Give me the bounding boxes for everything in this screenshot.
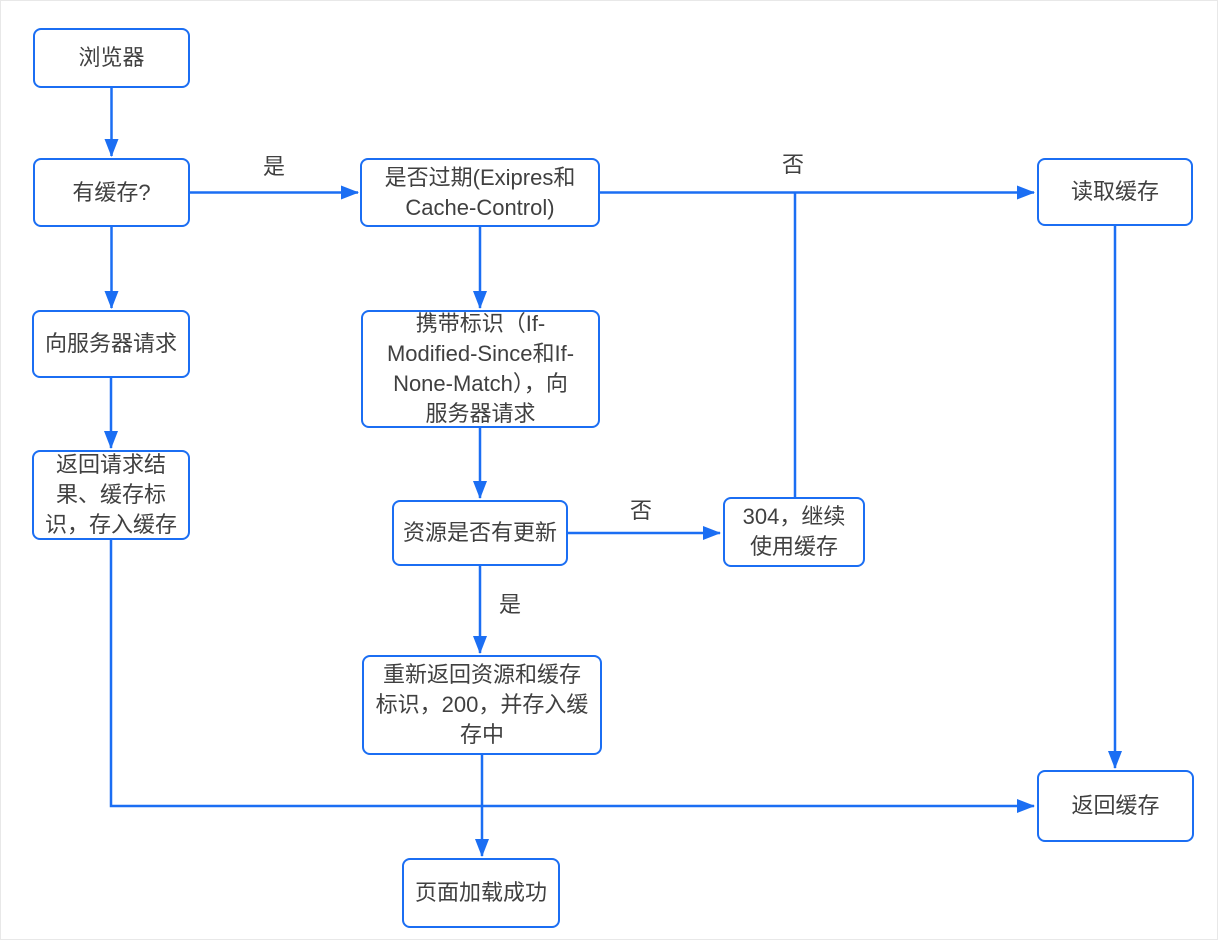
edge-label-no-expired: 否 xyxy=(781,152,804,177)
edge-return-result-to-return-cache xyxy=(109,540,1035,813)
node-return-result[interactable]: 返回请求结 果、缓存标 识，存入缓存 xyxy=(32,450,190,540)
node-use-304[interactable]: 304，继续 使用缓存 xyxy=(723,497,865,567)
node-return-result-label: 返回请求结 果、缓存标 识，存入缓存 xyxy=(44,452,177,537)
node-has-cache[interactable]: 有缓存? xyxy=(33,158,190,227)
edge-label-yes-has-cache: 是 xyxy=(262,154,285,179)
node-request-server-label: 向服务器请求 xyxy=(44,331,177,356)
node-request-server[interactable]: 向服务器请求 xyxy=(32,310,190,378)
node-read-cache[interactable]: 读取缓存 xyxy=(1037,158,1193,226)
node-resource-updated-label: 资源是否有更新 xyxy=(402,520,557,545)
node-expired-label: 是否过期(Exipres和 Cache-Control) xyxy=(384,164,576,220)
edge-label-no-resource-updated: 否 xyxy=(629,498,652,523)
node-has-cache-label: 有缓存? xyxy=(72,179,151,205)
node-page-loaded[interactable]: 页面加载成功 xyxy=(402,858,560,928)
node-re-return-label: 重新返回资源和缓存 标识，200，并存入缓 存中 xyxy=(375,662,589,747)
node-resource-updated[interactable]: 资源是否有更新 xyxy=(392,500,568,566)
node-read-cache-label: 读取缓存 xyxy=(1070,179,1159,204)
node-return-cache-label: 返回缓存 xyxy=(1071,793,1160,818)
node-use-304-label: 304，继续 使用缓存 xyxy=(742,504,846,559)
edge-label-yes-resource-updated: 是 xyxy=(498,592,521,617)
node-browser-label: 浏览器 xyxy=(78,45,145,70)
node-expired[interactable]: 是否过期(Exipres和 Cache-Control) xyxy=(360,158,600,227)
node-re-return[interactable]: 重新返回资源和缓存 标识，200，并存入缓 存中 xyxy=(362,655,602,755)
node-browser[interactable]: 浏览器 xyxy=(33,28,190,88)
node-return-cache[interactable]: 返回缓存 xyxy=(1037,770,1194,842)
node-carry-id[interactable]: 携带标识（If- Modified-Since和If- None-Match），… xyxy=(361,310,600,428)
node-carry-id-label: 携带标识（If- Modified-Since和If- None-Match），… xyxy=(386,311,575,426)
node-page-loaded-label: 页面加载成功 xyxy=(414,880,547,905)
